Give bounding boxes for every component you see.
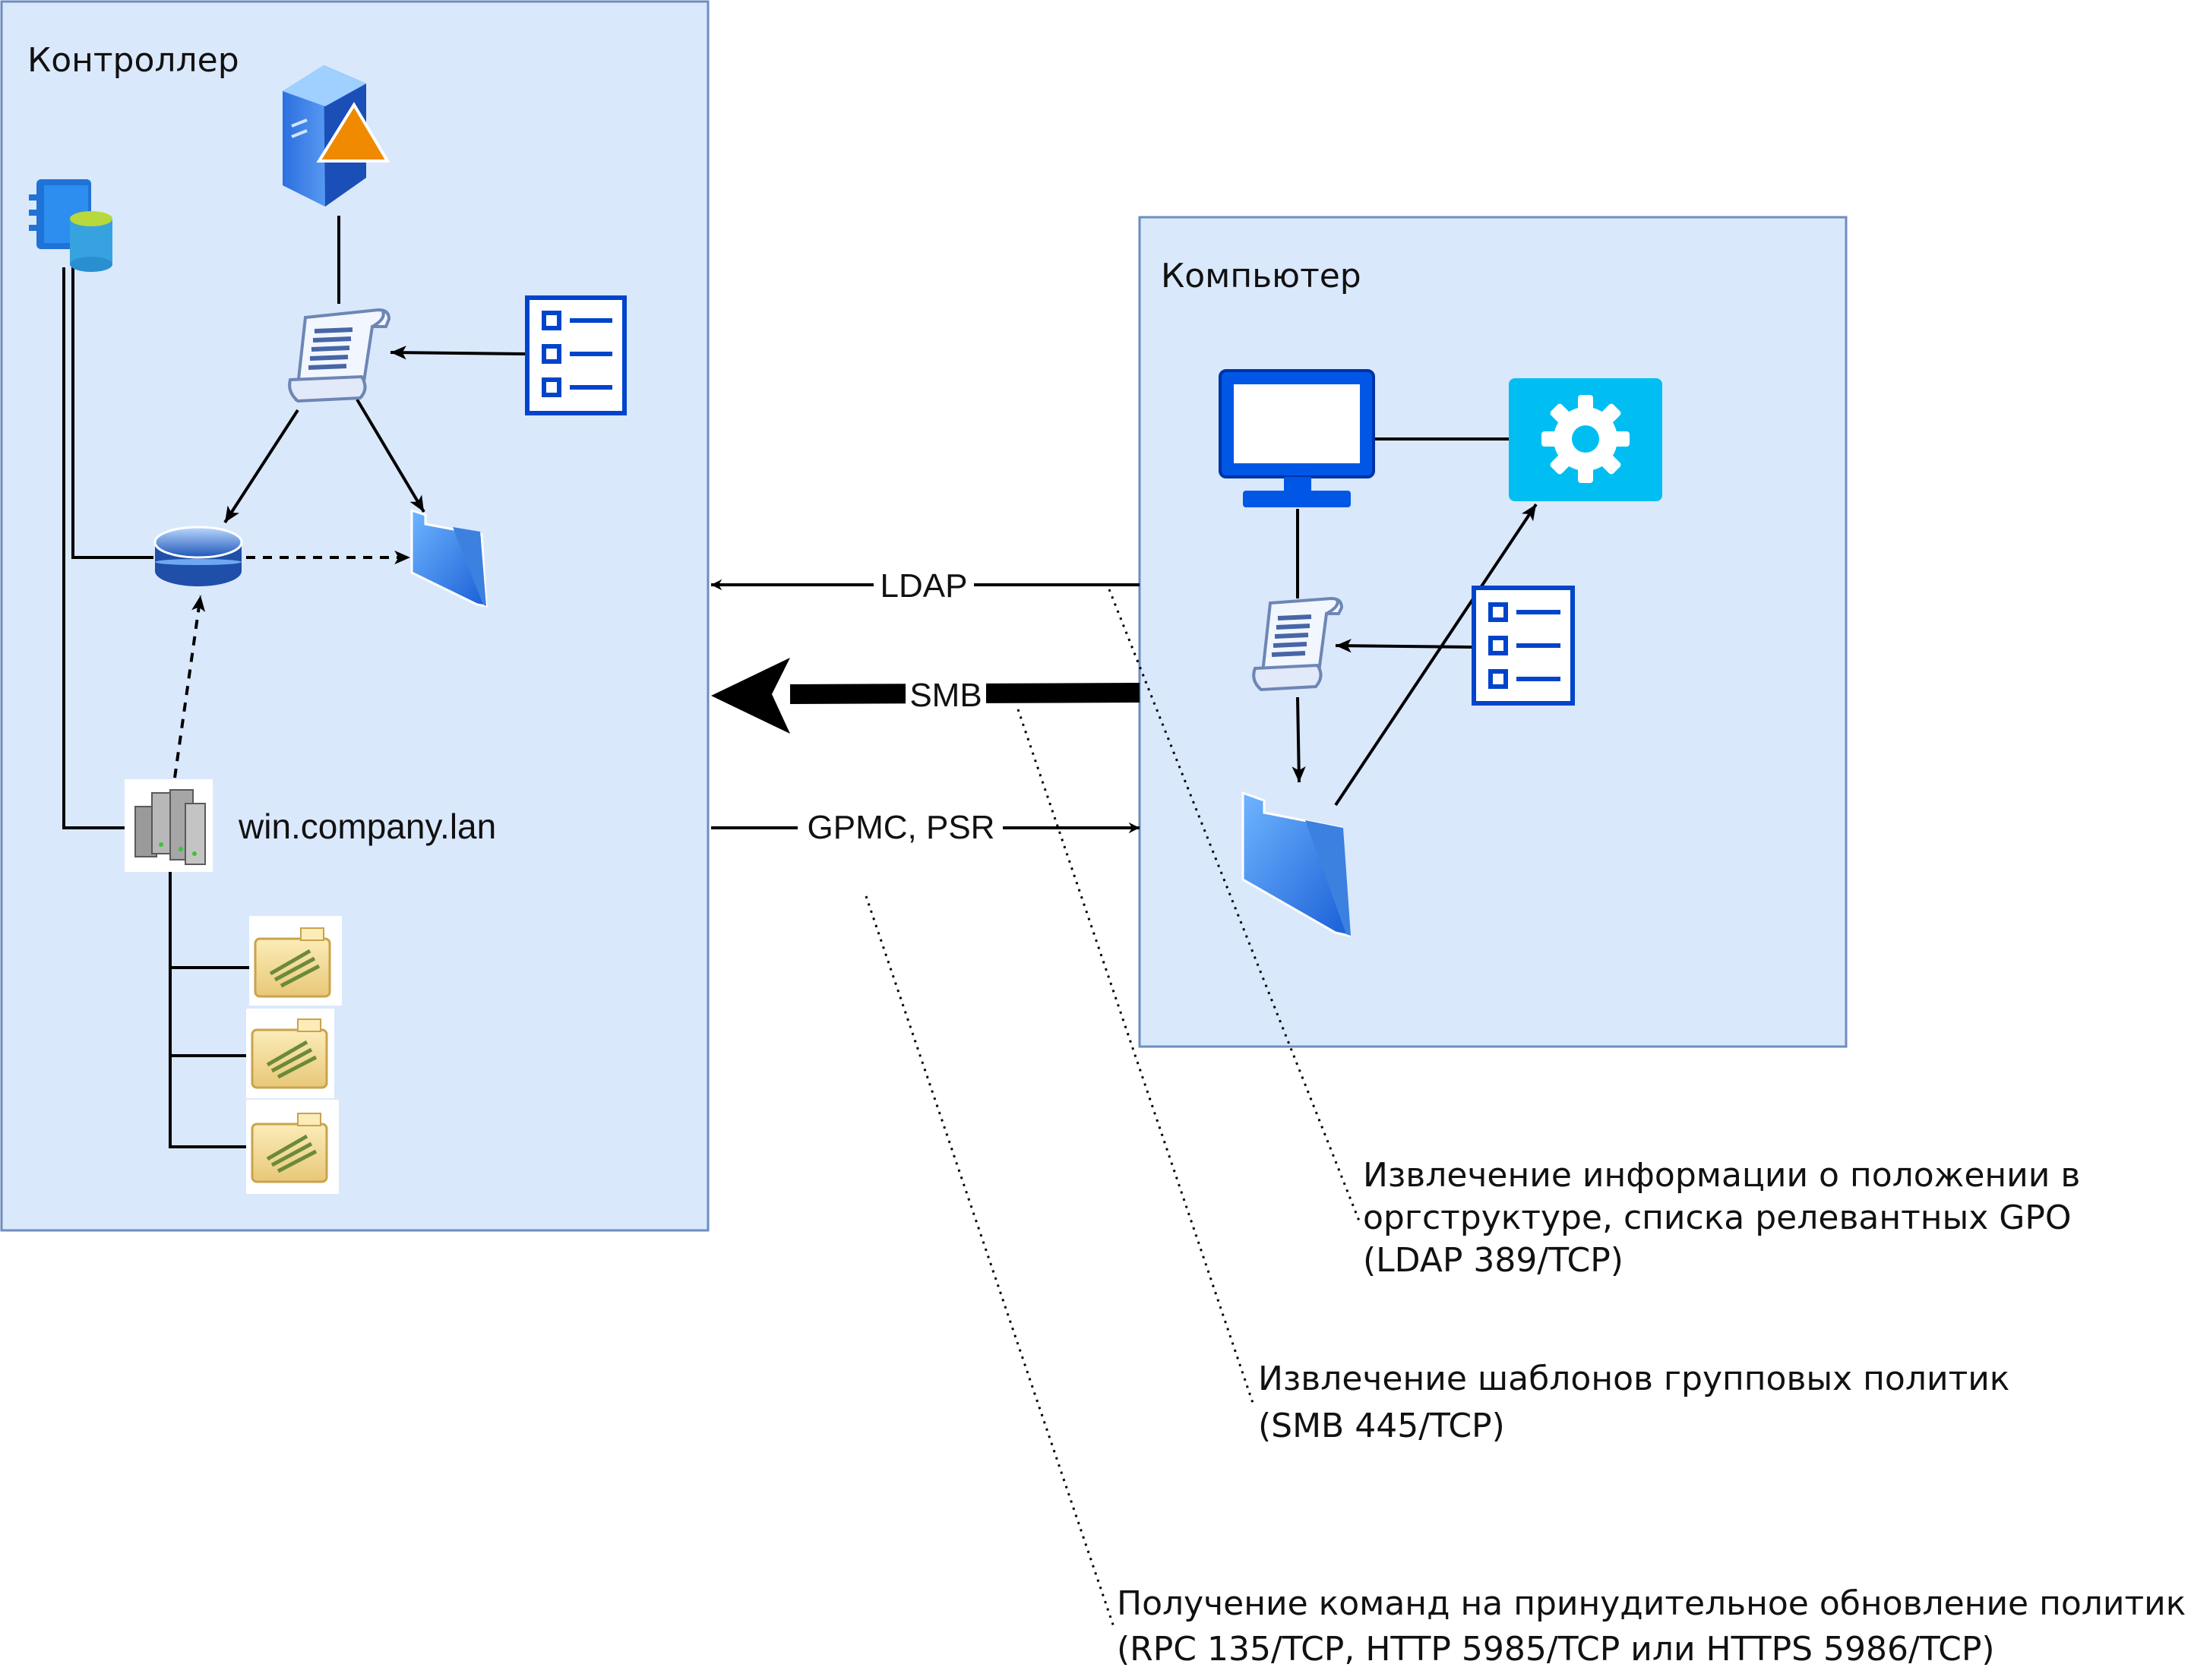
folder-icon (1241, 791, 1351, 937)
controller-title: Контроллер (27, 41, 239, 80)
controller-panel (0, 0, 710, 1232)
domain-label: win.company.lan (238, 807, 496, 846)
ldap-label: LDAP (881, 567, 968, 605)
policy-scroll-icon (1252, 596, 1344, 692)
ou-folder-icon (246, 1100, 339, 1194)
note-line: Получение команд на принудительное обнов… (1117, 1584, 2186, 1623)
note-line: Извлечение информации о положении в (1363, 1156, 2080, 1195)
monitor-icon (1219, 369, 1375, 507)
note-smb: Извлечение шаблонов групповых политик (S… (1258, 1359, 2009, 1445)
ou-folder-icon (246, 1009, 334, 1098)
note-gpmc: Получение команд на принудительное обнов… (1117, 1584, 2186, 1669)
gear-settings-icon (1509, 378, 1662, 501)
policy-scroll-icon (288, 308, 391, 403)
note-line: Извлечение шаблонов групповых политик (1258, 1359, 2009, 1398)
note-line: (RPC 135/TCP, HTTP 5985/TCP или HTTPS 59… (1117, 1630, 1995, 1669)
note-line: (SMB 445/TCP) (1258, 1407, 1505, 1445)
checklist-icon (525, 295, 627, 415)
note-line: оргструктуре, списка релевантных GPO (1363, 1198, 2072, 1237)
smb-label: SMB (909, 677, 982, 714)
gpmc-label: GPMC, PSR (808, 809, 995, 846)
server-cluster-icon (125, 779, 213, 872)
notebook-database-icon (29, 179, 112, 272)
admin-server-icon (283, 65, 390, 207)
computer-title: Компьютер (1161, 257, 1361, 295)
folder-icon (410, 508, 488, 608)
checklist-icon (1472, 586, 1575, 706)
database-disk-icon (153, 526, 243, 586)
note-ldap: Извлечение информации о положении в оргс… (1363, 1156, 2080, 1280)
ou-folder-icon (249, 916, 342, 1006)
note-line: (LDAP 389/TCP) (1363, 1241, 1623, 1280)
